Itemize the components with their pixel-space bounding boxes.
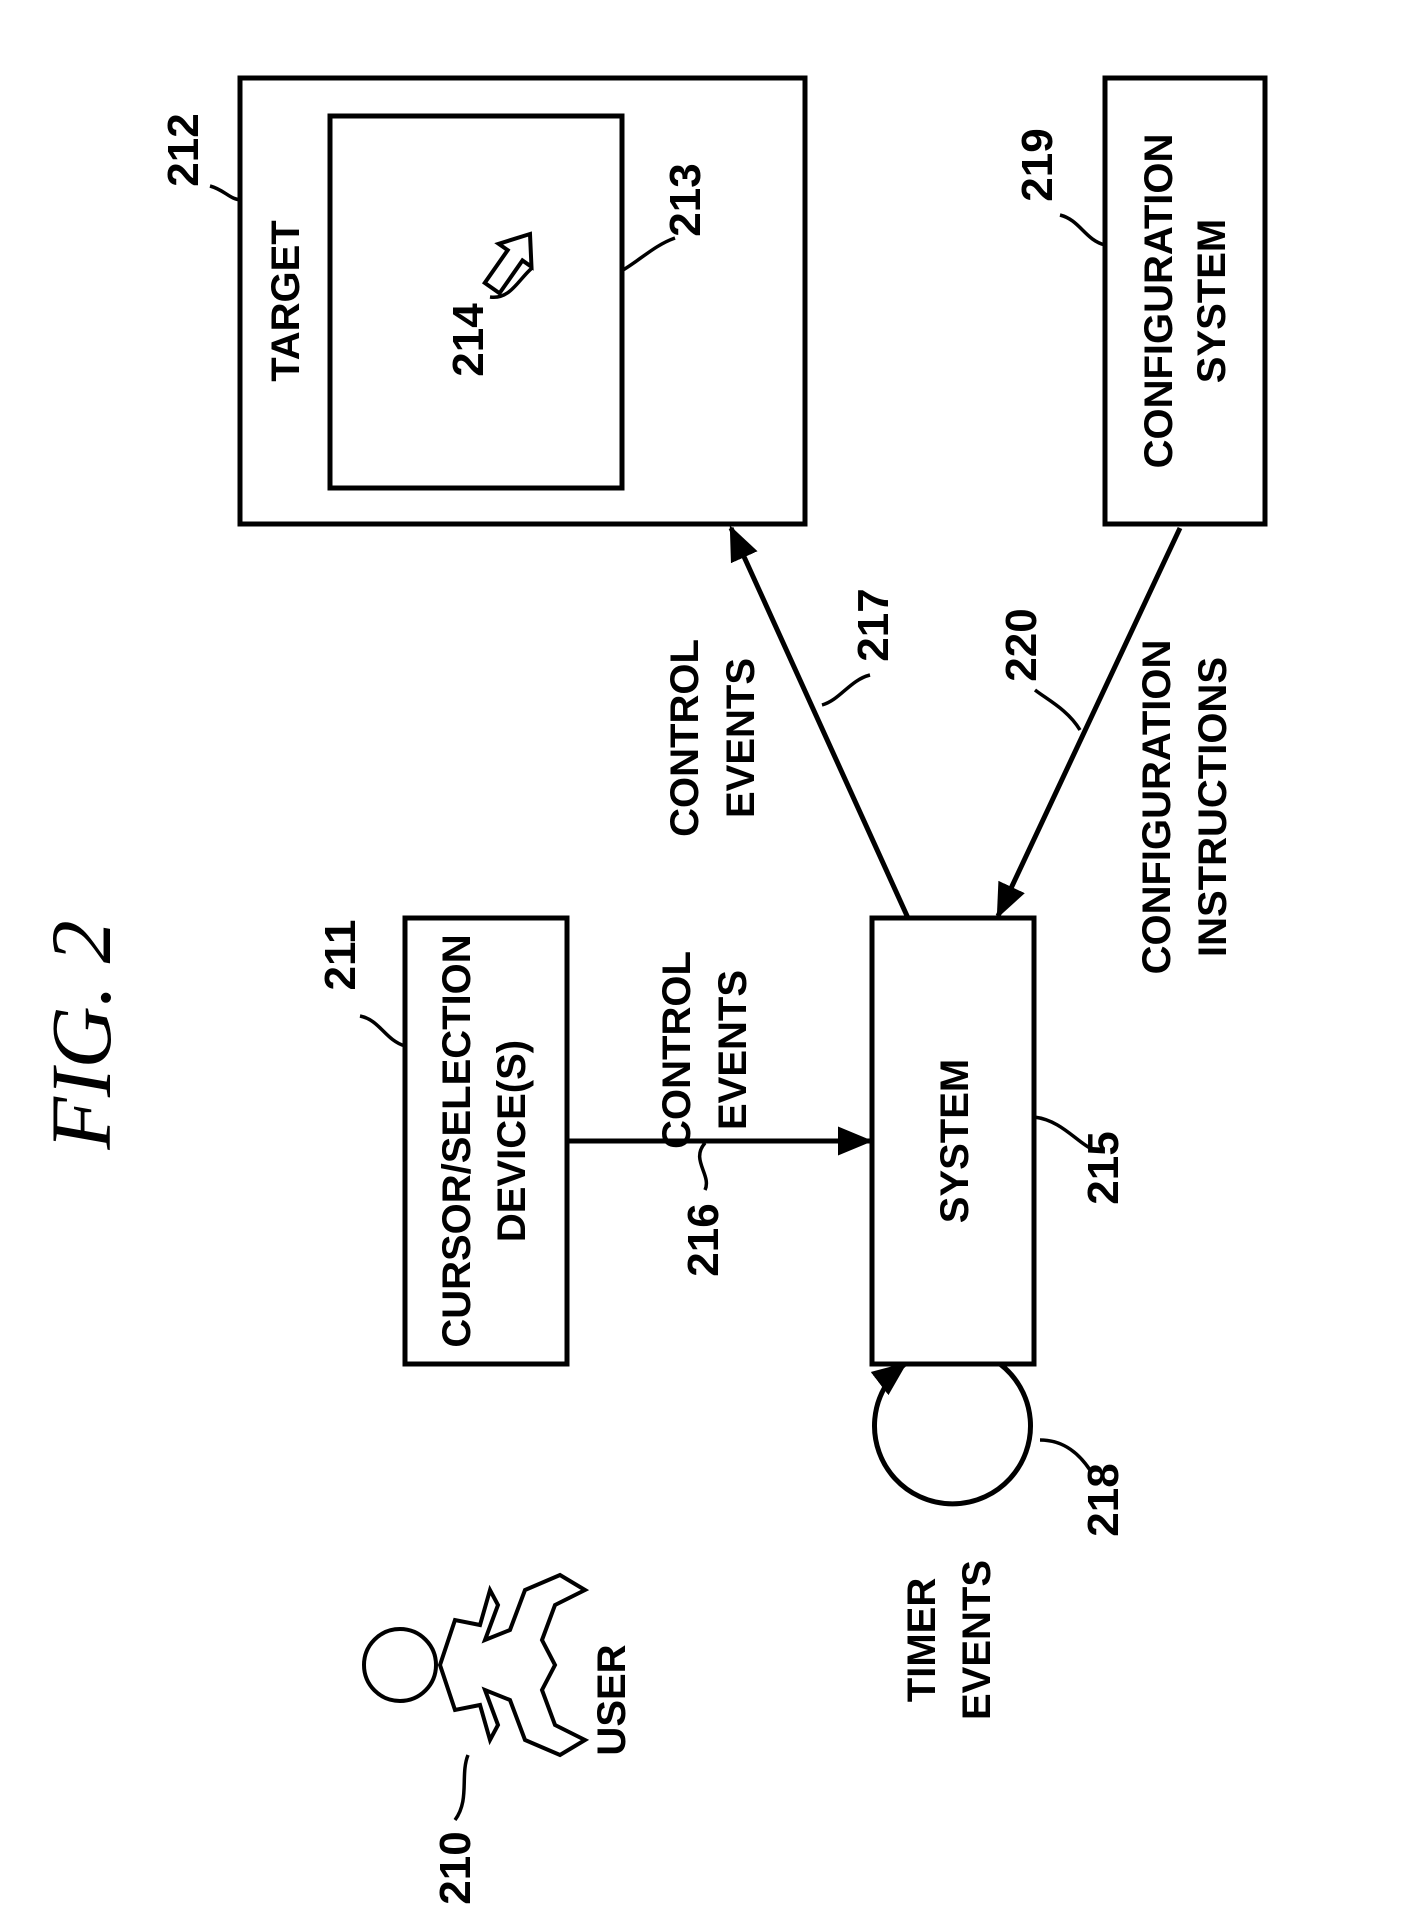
control-events-2-line1: CONTROL <box>663 639 707 837</box>
arrow-217: CONTROL EVENTS 217 <box>663 528 908 918</box>
arrow-220: CONFIGURATION INSTRUCTIONS 220 <box>997 528 1235 974</box>
control-events-1-ref: 216 <box>679 1203 728 1276</box>
config-system-block: CONFIGURATION SYSTEM 219 <box>1013 78 1265 524</box>
timer-events-ref: 218 <box>1079 1463 1128 1536</box>
config-instructions-ref: 220 <box>997 608 1046 681</box>
timer-events-line1: TIMER <box>900 1578 944 1703</box>
config-system-line1: CONFIGURATION <box>1137 134 1181 469</box>
target-ref: 212 <box>159 113 208 186</box>
leader-210 <box>455 1755 468 1820</box>
control-events-2-ref: 217 <box>849 588 898 661</box>
target-label: TARGET <box>264 220 308 381</box>
config-system-line2: SYSTEM <box>1190 219 1234 383</box>
system-block: SYSTEM 215 <box>872 918 1128 1364</box>
system-ref: 215 <box>1079 1131 1128 1204</box>
target-block: TARGET 212 213 214 <box>159 78 805 524</box>
timer-loop-218: TIMER EVENTS 218 <box>875 1364 1129 1720</box>
cursor-device-ref: 211 <box>316 920 365 991</box>
leader-217 <box>822 675 870 705</box>
user-block: USER 210 <box>364 1575 634 1905</box>
config-system-ref: 219 <box>1013 128 1062 201</box>
leader-211 <box>360 1016 405 1046</box>
arrow-216: CONTROL EVENTS 216 <box>567 951 870 1277</box>
leader-212 <box>210 186 242 200</box>
control-events-2-line2: EVENTS <box>719 658 763 818</box>
leader-216 <box>700 1143 707 1190</box>
leader-220 <box>1035 690 1080 730</box>
screen-ref: 213 <box>661 163 710 236</box>
cursor-device-box <box>405 918 567 1364</box>
cursor-device-line2: DEVICE(S) <box>490 1040 534 1242</box>
user-label: USER <box>590 1644 634 1755</box>
target-screen <box>330 116 622 488</box>
system-label: SYSTEM <box>933 1059 977 1223</box>
cursor-device-line1: CURSOR/SELECTION <box>435 934 479 1347</box>
cursor-ref: 214 <box>444 303 493 377</box>
config-instructions-line1: CONFIGURATION <box>1135 640 1179 975</box>
control-events-1-line2: EVENTS <box>711 970 755 1130</box>
timer-loop <box>875 1364 1031 1504</box>
leader-219 <box>1060 215 1105 245</box>
figure-title: FIG. 2 <box>33 920 129 1150</box>
config-instructions-line2: INSTRUCTIONS <box>1191 657 1235 957</box>
control-events-1-line1: CONTROL <box>655 951 699 1149</box>
config-system-box <box>1105 78 1265 524</box>
timer-events-line2: EVENTS <box>955 1560 999 1720</box>
user-ref: 210 <box>431 1831 480 1904</box>
cursor-device-block: CURSOR/SELECTION DEVICE(S) 211 <box>316 918 567 1364</box>
user-icon <box>364 1575 585 1755</box>
